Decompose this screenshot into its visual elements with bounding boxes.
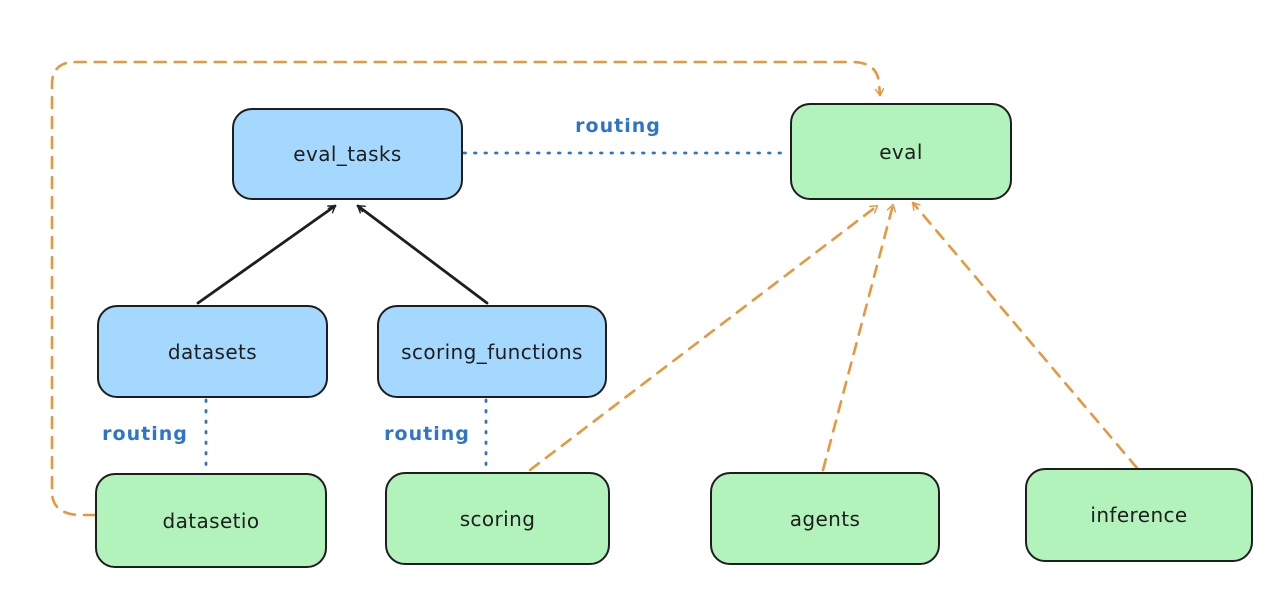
node-inference-label: inference	[1090, 503, 1188, 527]
edge-scoring_functions-to-eval_tasks	[356, 204, 489, 305]
node-scoring-functions: scoring_functions	[377, 305, 607, 398]
node-eval-label: eval	[879, 139, 923, 164]
edge-label-routing-eval-tasks-eval: routing	[575, 115, 661, 137]
node-datasetio: datasetio	[95, 473, 327, 568]
edge-label-routing-scoring-functions-scoring: routing	[384, 423, 470, 445]
edge-datasets-to-eval_tasks	[196, 204, 337, 305]
edge-datasetio-to-eval-loop	[50, 60, 885, 517]
node-scoring: scoring	[385, 472, 610, 565]
node-eval-tasks-label: eval_tasks	[293, 142, 402, 166]
edge-label-routing-datasets-datasetio: routing	[102, 423, 188, 445]
node-datasets-label: datasets	[167, 339, 258, 364]
node-datasetio-label: datasetio	[162, 508, 260, 533]
node-datasets: datasets	[97, 305, 328, 398]
node-scoring-label: scoring	[459, 506, 536, 531]
node-scoring-functions-label: scoring_functions	[401, 339, 583, 364]
node-agents-label: agents	[789, 506, 861, 531]
node-inference: inference	[1025, 468, 1253, 562]
node-eval-tasks: eval_tasks	[232, 108, 463, 200]
node-agents: agents	[710, 472, 940, 565]
edge-inference-to-eval	[911, 201, 1139, 470]
node-eval: eval	[790, 103, 1012, 200]
edge-agents-to-eval	[821, 203, 897, 472]
edge-scoring-to-eval	[528, 204, 879, 472]
